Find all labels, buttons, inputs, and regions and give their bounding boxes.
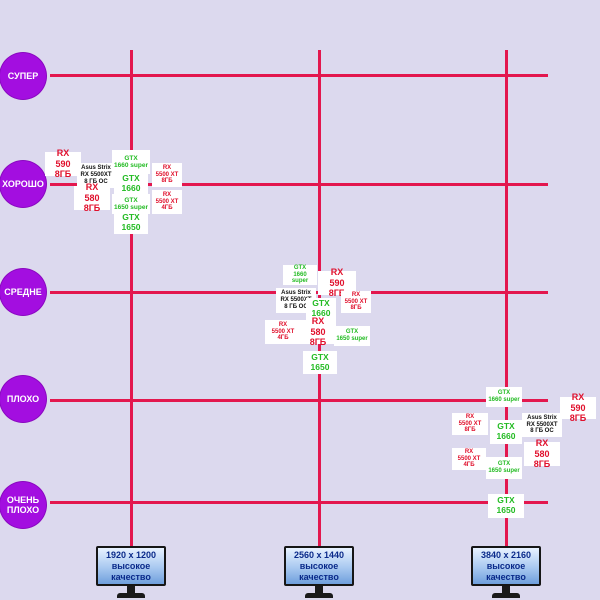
card-gtx1660: GTX 1660: [490, 420, 522, 444]
monitor-base: [305, 593, 333, 598]
monitor-3840: 3840 x 2160 высокое качество: [471, 546, 541, 598]
grid-line-very-bad: [50, 501, 548, 504]
card-rx580: RX 580 8ГБ: [524, 438, 560, 469]
card-gtx1650super: GTX 1650 super: [112, 194, 150, 214]
card-rx590: RX 590 8ГБ: [560, 392, 596, 423]
card-gtx1650: GTX 1650: [114, 212, 148, 234]
monitor-1920: 1920 x 1200 высокое качество: [96, 546, 166, 598]
rating-average: СРЕДНЕ: [0, 269, 46, 315]
monitor-stand: [127, 586, 135, 593]
card-rx5500xt-8gb: RX 5500 XT 8ГБ: [152, 163, 182, 187]
card-gtx1660super: GTX 1660 super: [283, 265, 317, 285]
monitor-base: [492, 593, 520, 598]
grid-line-super: [50, 74, 548, 77]
card-rx5500xt-8gb: RX 5500 XT 8ГБ: [341, 291, 371, 313]
grid-line-1920: [130, 50, 133, 552]
monitor-stand: [502, 586, 510, 593]
rating-super: СУПЕР: [0, 53, 46, 99]
monitor-2560: 2560 x 1440 высокое качество: [284, 546, 354, 598]
monitor-base: [117, 593, 145, 598]
rating-bad: ПЛОХО: [0, 376, 46, 422]
card-gtx1650: GTX 1650: [303, 351, 337, 374]
card-gtx1650super: GTX 1650 super: [334, 326, 370, 346]
card-gtx1650: GTX 1650: [488, 494, 524, 518]
card-asus-strix-5500xt: Asus Strix RX 5500XT 8 ГБ OC: [77, 163, 115, 188]
card-asus-strix-5500xt: Asus Strix RX 5500XT 8 ГБ OC: [522, 413, 562, 437]
resolution-label: 2560 x 1440 высокое качество: [284, 546, 354, 586]
rating-very-bad: ОЧЕНЬ ПЛОХО: [0, 482, 46, 528]
card-gtx1660super: GTX 1660 super: [486, 387, 522, 407]
card-gtx1660: GTX 1660: [114, 173, 148, 195]
card-rx580: RX 580 8ГБ: [300, 316, 336, 347]
card-gtx1660super: GTX 1660 super: [112, 150, 150, 174]
card-gtx1650super: GTX 1650 super: [486, 457, 522, 479]
card-gtx1660: GTX 1660: [306, 298, 336, 320]
card-rx580: RX 580 8ГБ: [74, 182, 110, 213]
resolution-label: 1920 x 1200 высокое качество: [96, 546, 166, 586]
card-rx590: RX 590 8ГБ: [45, 148, 81, 179]
card-rx5500xt-4gb: RX 5500 XT 4ГБ: [265, 320, 301, 344]
grid-line-bad: [50, 399, 548, 402]
card-rx5500xt-8gb: RX 5500 XT 8ГБ: [452, 413, 488, 435]
card-rx5500xt-4gb: RX 5500 XT 4ГБ: [452, 448, 486, 470]
grid-line-good: [50, 183, 548, 186]
rating-good: ХОРОШО: [0, 161, 46, 207]
card-rx5500xt-4gb: RX 5500 XT 4ГБ: [152, 190, 182, 214]
monitor-stand: [315, 586, 323, 593]
grid-line-3840: [505, 50, 508, 552]
resolution-label: 3840 x 2160 высокое качество: [471, 546, 541, 586]
